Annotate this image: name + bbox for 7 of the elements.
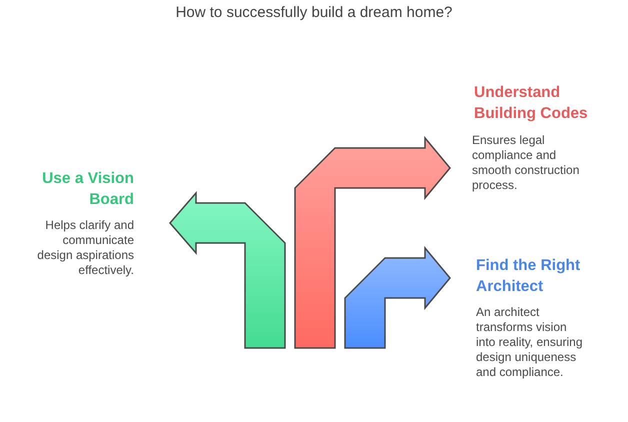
- step-heading: Understand Building Codes: [474, 83, 589, 124]
- step-heading: Find the Right Architect: [476, 256, 582, 297]
- step-description: Ensures legal compliance and smooth construction process.: [472, 133, 580, 193]
- step-description: Helps clarify and communicate design aspirations effectively.: [36, 218, 134, 278]
- step-heading: Use a Vision Board: [41, 169, 134, 210]
- step-description: An architect transforms vision into reality, ensuring design uniqueness and compliance.: [476, 305, 584, 380]
- diagram-title: How to successfully build a dream home?: [174, 4, 454, 21]
